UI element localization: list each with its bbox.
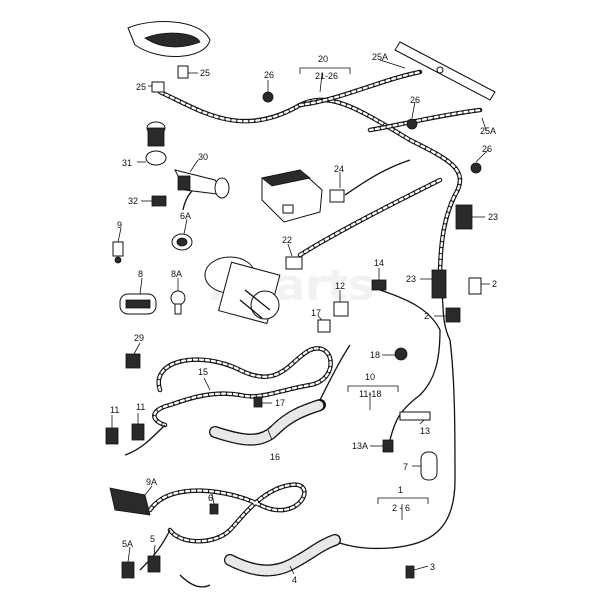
connector-12 — [333, 301, 349, 317]
label-26-a: 26 — [264, 70, 274, 80]
label-2-6: 2 - 6 — [392, 503, 410, 513]
callout-labels: 20 21-26 25A 25 25 26 26 26 25A 31 30 24… — [110, 52, 498, 585]
main-harness — [157, 69, 483, 550]
clip-26-a — [262, 91, 274, 103]
label-11-b: 11 — [136, 402, 145, 412]
connector-11-b — [131, 423, 145, 441]
label-2-a: 2 — [492, 279, 497, 289]
connector-3 — [405, 565, 415, 579]
label-4: 4 — [292, 575, 297, 585]
grommet-7 — [420, 451, 438, 481]
harness-loop-lower — [139, 482, 307, 588]
interior-lamp-housing — [127, 21, 211, 57]
cigarette-lighter-30 — [174, 169, 230, 199]
harness-loop-upper — [124, 344, 351, 456]
label-29: 29 — [134, 333, 144, 343]
label-21-26: 21-26 — [315, 71, 338, 81]
label-11-a: 11 — [110, 405, 119, 415]
label-20: 20 — [318, 54, 328, 64]
label-25A-top: 25A — [372, 52, 388, 62]
connector-9A — [109, 487, 151, 516]
clip-18 — [394, 347, 408, 361]
bracket-13 — [399, 411, 431, 421]
label-25A-right: 25A — [480, 126, 496, 136]
connector-2-a — [468, 277, 482, 295]
label-11-18: 11-18 — [359, 389, 381, 399]
socket-31 — [145, 121, 167, 166]
connector-5A — [121, 561, 135, 579]
label-23-a: 23 — [488, 212, 498, 222]
label-13A: 13A — [352, 441, 368, 451]
cover-8-insert — [125, 299, 151, 309]
connector-25 — [177, 65, 189, 79]
label-3: 3 — [430, 562, 435, 572]
connector-23-b — [431, 269, 447, 299]
trim-strip-25A — [394, 41, 496, 101]
label-30: 30 — [198, 152, 208, 162]
label-2-b: 2 — [424, 311, 429, 321]
label-9A: 9A — [146, 477, 157, 487]
connector-24 — [329, 189, 345, 203]
holder-17-b — [253, 396, 263, 408]
connector-29 — [125, 353, 141, 369]
label-25-a: 25 — [200, 68, 210, 78]
label-8A: 8A — [171, 269, 182, 279]
connector-11-a — [105, 427, 119, 445]
connector-2-b — [445, 307, 461, 323]
label-25-b: 25 — [136, 82, 146, 92]
label-5A: 5A — [122, 539, 133, 549]
label-15: 15 — [198, 367, 208, 377]
label-22: 22 — [282, 235, 292, 245]
label-26-b: 26 — [410, 95, 420, 105]
label-10: 10 — [365, 372, 375, 382]
clip-26-c — [470, 162, 482, 174]
label-32: 32 — [128, 196, 138, 206]
fastener-8A — [170, 290, 186, 315]
control-unit-24 — [261, 169, 345, 223]
label-6: 6 — [208, 493, 213, 503]
label-9: 9 — [117, 220, 122, 230]
switch-14 — [371, 279, 387, 291]
bulb-holder-9 — [112, 241, 124, 264]
label-13: 13 — [420, 426, 430, 436]
connector-25b — [151, 81, 165, 93]
label-5: 5 — [150, 534, 155, 544]
label-18: 18 — [370, 350, 380, 360]
label-17-a: 17 — [311, 308, 321, 318]
label-17-b: 17 — [275, 398, 285, 408]
label-24: 24 — [334, 164, 344, 174]
clip-26-b — [406, 118, 418, 130]
label-7: 7 — [403, 462, 408, 472]
connector-22 — [285, 256, 303, 270]
grommet-6A — [171, 233, 193, 251]
connector-5 — [147, 555, 161, 573]
protective-tube-4 — [224, 534, 341, 577]
leader-lines — [111, 59, 490, 575]
motor-assembly — [204, 256, 281, 325]
label-8: 8 — [138, 269, 143, 279]
label-14: 14 — [374, 258, 384, 268]
protective-tube-16 — [209, 399, 326, 446]
label-26-c: 26 — [482, 144, 492, 154]
holder-17-a — [317, 319, 331, 333]
connector-13A — [382, 439, 394, 453]
label-6A: 6A — [180, 211, 191, 221]
holder-6 — [209, 503, 219, 515]
label-31: 31 — [122, 158, 132, 168]
label-12: 12 — [335, 281, 345, 291]
connector-32 — [151, 195, 167, 207]
label-23-b: 23 — [406, 274, 416, 284]
connector-23-a — [455, 204, 473, 230]
label-16: 16 — [270, 452, 280, 462]
label-1: 1 — [398, 485, 403, 495]
